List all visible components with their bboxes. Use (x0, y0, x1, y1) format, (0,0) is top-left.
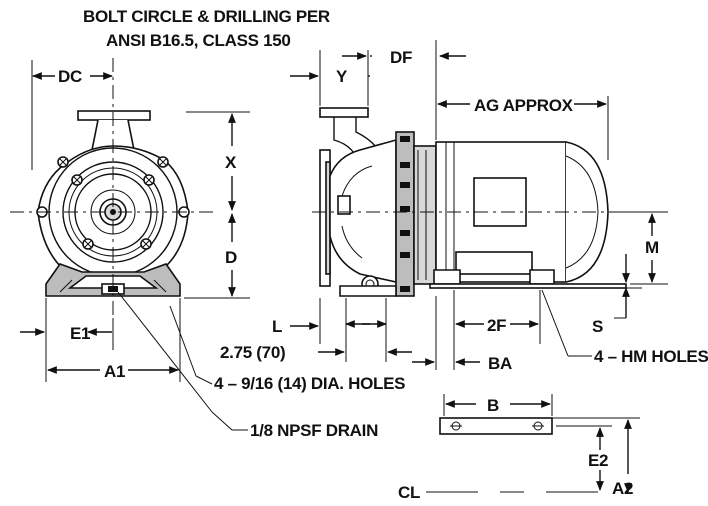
adapter-bolts (400, 136, 410, 292)
side-view (319, 107, 627, 297)
note-holes: 4 – 9/16 (14) DIA. HOLES (214, 374, 405, 393)
header-line-2: ANSI B16.5, CLASS 150 (106, 31, 291, 50)
note-hm-holes: 4 – HM HOLES (594, 347, 708, 366)
dim-x: X (225, 153, 237, 172)
dim-dc: DC (58, 67, 82, 86)
motor-adapter (413, 145, 437, 285)
dim-s: S (592, 317, 603, 336)
flange-bolts (36, 156, 190, 250)
note-suction-offset: 2.75 (70) (220, 343, 285, 362)
conduit-box (473, 177, 527, 227)
dim-b: B (487, 396, 499, 415)
dim-e2: E2 (588, 451, 608, 470)
hm-holes-leader (541, 289, 569, 357)
dim-e1: E1 (70, 324, 90, 343)
dim-df: DF (390, 48, 412, 67)
side-discharge-flange (319, 107, 369, 118)
dim-l: L (272, 317, 282, 336)
dim-ba: BA (488, 354, 512, 373)
dim-a2: A2 (612, 479, 633, 498)
holes-leader (169, 305, 197, 377)
adapter-flange (395, 131, 415, 297)
dim-d: D (225, 248, 237, 267)
dim-2f: 2F (487, 316, 506, 335)
discharge-flange (77, 110, 151, 121)
dim-a1: A1 (104, 362, 125, 381)
motor-feet-block (455, 251, 533, 275)
dim-y: Y (336, 67, 348, 86)
foot-detail (439, 417, 553, 435)
motor-base-line (429, 283, 627, 289)
header-line-1: BOLT CIRCLE & DRILLING PER (83, 7, 330, 26)
note-drain: 1/8 NPSF DRAIN (250, 421, 378, 440)
dim-ag: AG APPROX (474, 96, 574, 115)
foot-plate (439, 417, 553, 435)
dim-m: M (645, 238, 659, 257)
drain-leader (117, 291, 213, 413)
label-cl: CL (398, 483, 420, 502)
